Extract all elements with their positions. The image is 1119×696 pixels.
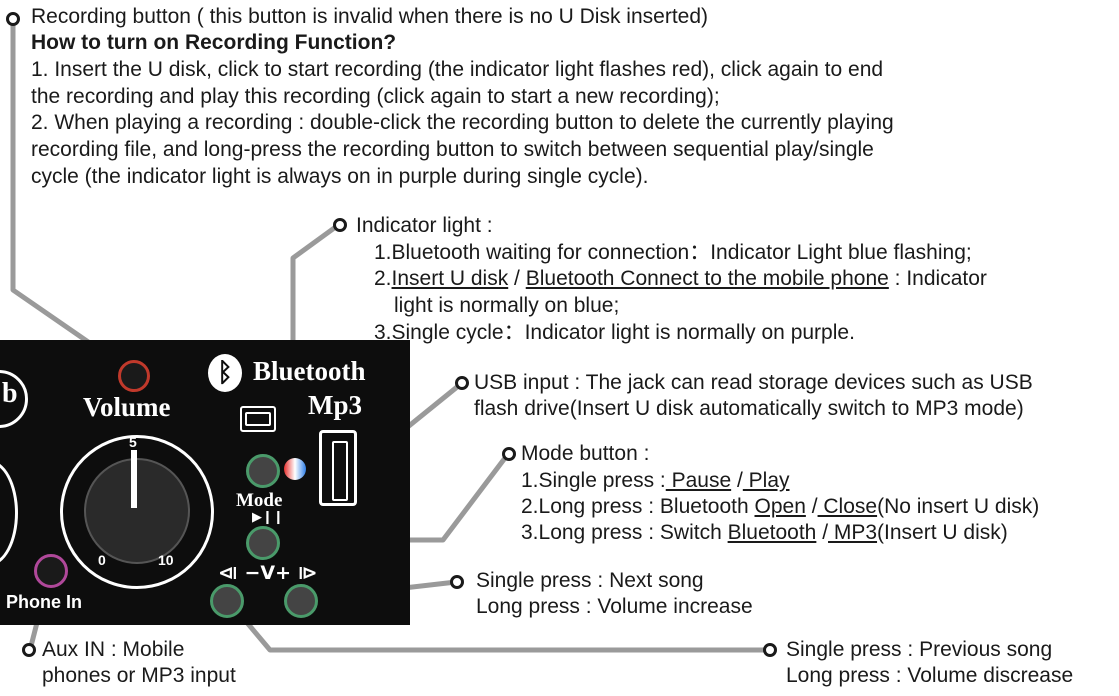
usb-port[interactable] [319,430,357,506]
prev-line-1: Single press : Previous song [786,638,1053,661]
indicator-line-1: 1.Bluetooth waiting for connection：Indic… [374,241,972,264]
prev-bullet [763,643,777,657]
aux-line-2: phones or MP3 input [42,664,236,687]
brand-bluetooth: Bluetooth [253,356,366,386]
volume-knob[interactable] [84,458,190,564]
volume-knob-pointer [131,450,137,508]
aux-jack[interactable] [34,554,68,588]
mode-title: Mode button : [521,442,650,465]
indicator-bullet [333,218,347,232]
recording-line-4: recording file, and long-press the recor… [31,138,874,161]
recording-line-2: the recording and play this recording (c… [31,85,720,108]
volume-dial-ring [60,435,214,589]
mode-button[interactable] [246,526,280,560]
next-line-2: Long press : Volume increase [476,595,753,618]
record-loop-icon [240,406,276,432]
recording-subtitle: How to turn on Recording Function? [31,31,397,54]
next-line-1: Single press : Next song [476,569,704,592]
indicator-line-2: 2.Insert U disk / Bluetooth Connect to t… [374,267,987,290]
record-led-ring [118,360,150,392]
mode-label: Mode [236,490,283,511]
usb-bullet [455,376,469,390]
cassette-icon [245,412,271,426]
bluetooth-icon: ᛒ [208,354,242,392]
recording-bullet [6,12,20,26]
phone-in-label: Phone In [6,592,82,612]
mode-line-2: 2.Long press : Bluetooth Open / Close(No… [521,495,1040,518]
mode-line-1: 1.Single press : Pause / Play [521,469,790,492]
recording-line-5: cycle (the indicator light is always on … [31,165,649,188]
dial-mark-10: 10 [158,552,174,568]
prev-volume-down-button[interactable] [210,584,244,618]
partial-knob-label: b [2,378,18,409]
volume-label: Volume [83,392,171,422]
prev-line-2: Long press : Volume discrease [786,664,1074,687]
usb-port-slot [332,441,348,501]
recording-line-1: 1. Insert the U disk, click to start rec… [31,58,884,81]
recording-button[interactable] [246,454,280,488]
indicator-line-2b: light is normally on blue; [394,294,620,317]
device-panel: b Volume ᛒ Bluetooth Mp3 Mode ▶❙❙ ⧏ −V+ … [0,340,410,625]
mode-bullet [502,447,516,461]
aux-line-1: Aux IN : Mobile [42,638,185,661]
next-volume-up-button[interactable] [284,584,318,618]
recording-title: Recording button ( this button is invali… [31,5,709,28]
usb-line-2: flash drive(Insert U disk automatically … [474,397,1024,420]
usb-line-1: USB input : The jack can read storage de… [474,371,1033,394]
indicator-line-3: 3.Single cycle：Indicator light is normal… [374,321,855,344]
indicator-led [284,458,306,480]
indicator-title: Indicator light : [356,214,493,237]
next-bullet [450,575,464,589]
dial-mark-0: 0 [98,552,106,568]
volume-keys-label: ⧏ −V+ ⧐ [218,562,318,584]
play-pause-icon: ▶❙❙ [252,510,284,525]
brand-mp3: Mp3 [308,390,362,420]
aux-bullet [22,643,36,657]
dial-mark-5: 5 [129,434,137,450]
mode-line-3: 3.Long press : Switch Bluetooth / MP3(In… [521,521,1008,544]
partial-knob-2 [0,460,18,566]
recording-line-3: 2. When playing a recording : double-cli… [31,111,894,134]
